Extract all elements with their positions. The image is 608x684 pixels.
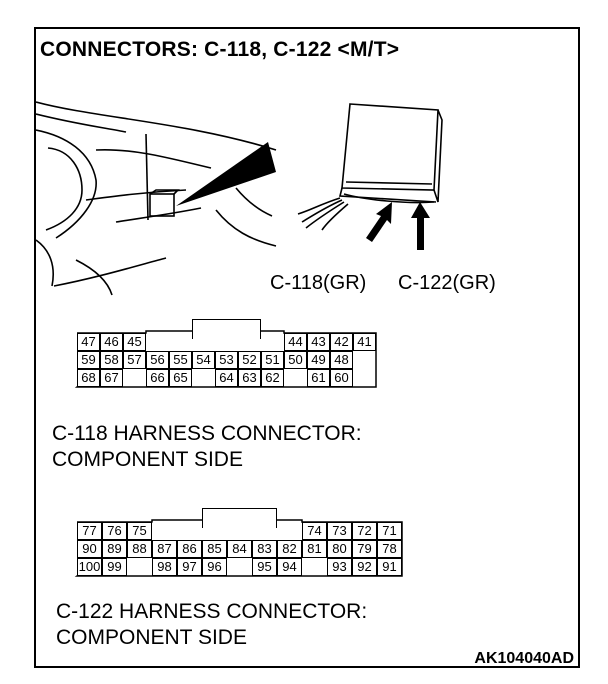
c122-pin-92: 92: [352, 558, 377, 576]
c118-pin-44: 44: [284, 333, 307, 351]
c122-key-block: [202, 508, 277, 528]
c122-pin-86: 86: [177, 540, 202, 558]
c122-pin-82: 82: [277, 540, 302, 558]
diagram-title: CONNECTORS: C-118, C-122 <M/T>: [40, 38, 400, 61]
c122-pin-87: 87: [152, 540, 177, 558]
c122-caption-line2: COMPONENT SIDE: [56, 626, 247, 649]
c122-pin-84: 84: [227, 540, 252, 558]
c122-pin-80: 80: [327, 540, 352, 558]
c118-pin-56: 56: [146, 351, 169, 369]
c122-pin-78: 78: [377, 540, 402, 558]
c122-pin-96: 96: [202, 558, 227, 576]
c118-pin-47: 47: [77, 333, 100, 351]
c122-pin-74: 74: [302, 522, 327, 540]
c118-pin-64: 64: [215, 369, 238, 387]
c118-pin-50: 50: [284, 351, 307, 369]
diagram-frame: [34, 27, 580, 668]
c122-pin-95: 95: [252, 558, 277, 576]
c118-pin-61: 61: [307, 369, 330, 387]
c118-pin-58: 58: [100, 351, 123, 369]
c118-caption-line1: C-118 HARNESS CONNECTOR:: [52, 422, 362, 445]
c118-pin-41: 41: [353, 333, 376, 351]
c118-pin-45: 45: [123, 333, 146, 351]
c118-pin-49: 49: [307, 351, 330, 369]
c118-pin-43: 43: [307, 333, 330, 351]
c118-pin-66: 66: [146, 369, 169, 387]
c118-pin-42: 42: [330, 333, 353, 351]
c118-pin-65: 65: [169, 369, 192, 387]
c118-pin-54: 54: [192, 351, 215, 369]
c122-caption-line1: C-122 HARNESS CONNECTOR:: [56, 600, 368, 623]
c118-pin-67: 67: [100, 369, 123, 387]
c118-pin-51: 51: [261, 351, 284, 369]
c122-pin-85: 85: [202, 540, 227, 558]
c118-pin-62: 62: [261, 369, 284, 387]
c122-pin-99: 99: [102, 558, 127, 576]
c118-pin-63: 63: [238, 369, 261, 387]
c122-pin-93: 93: [327, 558, 352, 576]
vehicle-location-illustration: [36, 101, 443, 296]
figure-code: AK104040AD: [474, 650, 574, 667]
c122-pin-81: 81: [302, 540, 327, 558]
c122-pin-76: 76: [102, 522, 127, 540]
c118-key-block: [192, 319, 261, 339]
c122-pin-94: 94: [277, 558, 302, 576]
c122-pin-75: 75: [127, 522, 152, 540]
c122-pin-73: 73: [327, 522, 352, 540]
c122-pin-100: 100: [77, 558, 102, 576]
c118-pin-55: 55: [169, 351, 192, 369]
c122-pin-91: 91: [377, 558, 402, 576]
c118-pin-60: 60: [330, 369, 353, 387]
c118-caption-line2: COMPONENT SIDE: [52, 448, 243, 471]
c122-pin-97: 97: [177, 558, 202, 576]
c118-pin-53: 53: [215, 351, 238, 369]
c122-pin-71: 71: [377, 522, 402, 540]
c118-pin-59: 59: [77, 351, 100, 369]
c122-pin-90: 90: [77, 540, 102, 558]
c122-connector-label: C-122(GR): [398, 272, 496, 294]
c122-pin-83: 83: [252, 540, 277, 558]
c122-pin-77: 77: [77, 522, 102, 540]
c118-pin-48: 48: [330, 351, 353, 369]
c118-pin-52: 52: [238, 351, 261, 369]
c122-pin-89: 89: [102, 540, 127, 558]
c122-pin-79: 79: [352, 540, 377, 558]
c118-pin-46: 46: [100, 333, 123, 351]
c118-pin-68: 68: [77, 369, 100, 387]
c122-pin-72: 72: [352, 522, 377, 540]
c122-pin-88: 88: [127, 540, 152, 558]
c118-pin-57: 57: [123, 351, 146, 369]
c122-pin-98: 98: [152, 558, 177, 576]
c118-connector-label: C-118(GR): [270, 272, 367, 294]
